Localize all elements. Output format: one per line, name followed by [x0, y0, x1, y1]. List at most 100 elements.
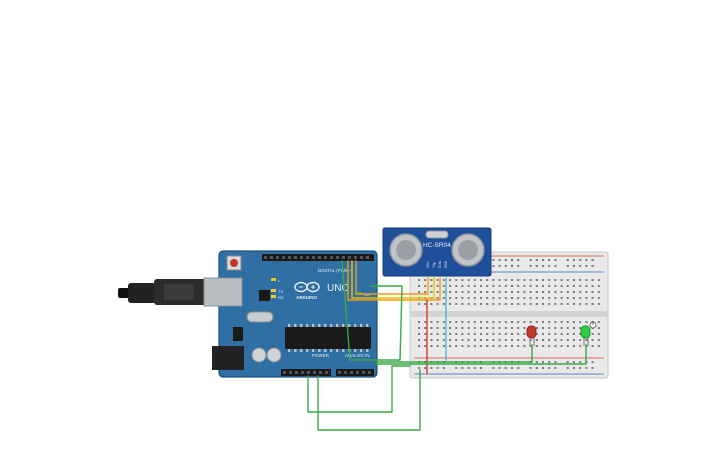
breadboard-hole[interactable]: [498, 321, 501, 323]
breadboard-hole[interactable]: [591, 291, 594, 293]
header-pin[interactable]: [295, 371, 298, 374]
header-pin[interactable]: [294, 256, 297, 259]
header-pin[interactable]: [360, 256, 363, 259]
breadboard-hole[interactable]: [449, 327, 451, 329]
breadboard-hole[interactable]: [542, 303, 544, 305]
breadboard-hole[interactable]: [566, 327, 569, 329]
header-pin[interactable]: [288, 256, 291, 259]
breadboard-hole[interactable]: [517, 297, 520, 299]
breadboard-hole[interactable]: [504, 303, 507, 305]
breadboard-hole[interactable]: [560, 291, 563, 293]
breadboard-hole[interactable]: [573, 259, 575, 261]
breadboard-hole[interactable]: [461, 333, 464, 335]
header-pin[interactable]: [330, 256, 333, 259]
breadboard-hole[interactable]: [535, 333, 538, 335]
breadboard-hole[interactable]: [504, 327, 507, 329]
breadboard-hole[interactable]: [566, 279, 569, 281]
breadboard-hole[interactable]: [461, 279, 464, 281]
breadboard-hole[interactable]: [461, 303, 464, 305]
header-pin[interactable]: [342, 256, 345, 259]
breadboard-hole[interactable]: [523, 345, 526, 347]
breadboard-hole[interactable]: [573, 367, 575, 369]
breadboard-hole[interactable]: [529, 297, 532, 299]
arduino-uno-board[interactable]: DIGITAL (PWM~) UNO ARDUINO L TX RX ON: [203, 250, 378, 378]
header-pin[interactable]: [366, 256, 369, 259]
breadboard-hole[interactable]: [492, 367, 495, 369]
breadboard-hole[interactable]: [517, 285, 520, 287]
breadboard-hole[interactable]: [430, 285, 433, 287]
breadboard-hole[interactable]: [511, 321, 513, 323]
breadboard-hole[interactable]: [566, 345, 569, 347]
breadboard-hole[interactable]: [542, 259, 544, 261]
breadboard-hole[interactable]: [597, 333, 600, 335]
breadboard-hole[interactable]: [424, 291, 427, 293]
breadboard-hole[interactable]: [467, 339, 470, 341]
breadboard-hole[interactable]: [492, 285, 495, 287]
breadboard-hole[interactable]: [486, 339, 489, 341]
breadboard-hole[interactable]: [560, 345, 563, 347]
header-pin[interactable]: [344, 371, 347, 374]
breadboard-hole[interactable]: [579, 259, 582, 261]
breadboard-hole[interactable]: [579, 279, 582, 281]
breadboard-hole[interactable]: [473, 345, 476, 347]
breadboard-hole[interactable]: [542, 291, 544, 293]
header-pin[interactable]: [270, 256, 273, 259]
breadboard-hole[interactable]: [542, 285, 544, 287]
breadboard-hole[interactable]: [455, 297, 458, 299]
wire-5v-loop[interactable]: [317, 369, 421, 431]
breadboard-hole[interactable]: [449, 291, 451, 293]
breadboard-hole[interactable]: [542, 279, 544, 281]
breadboard-hole[interactable]: [591, 333, 594, 335]
breadboard-hole[interactable]: [566, 259, 569, 261]
breadboard-hole[interactable]: [498, 367, 501, 369]
header-pin[interactable]: [362, 371, 365, 374]
breadboard-hole[interactable]: [430, 303, 433, 305]
breadboard-hole[interactable]: [573, 361, 575, 363]
wire-red-led[interactable]: [375, 344, 533, 363]
green-led[interactable]: [580, 325, 591, 346]
breadboard-hole[interactable]: [523, 327, 526, 329]
breadboard-hole[interactable]: [498, 327, 501, 329]
breadboard-hole[interactable]: [473, 291, 476, 293]
breadboard-hole[interactable]: [573, 297, 575, 299]
breadboard-hole[interactable]: [591, 303, 594, 305]
resistor-knob-icon[interactable]: [589, 321, 597, 329]
breadboard-hole[interactable]: [573, 291, 575, 293]
breadboard-hole[interactable]: [560, 297, 563, 299]
breadboard-hole[interactable]: [492, 333, 495, 335]
breadboard-hole[interactable]: [492, 259, 495, 261]
breadboard-hole[interactable]: [579, 321, 582, 323]
breadboard-hole[interactable]: [467, 321, 470, 323]
breadboard-hole[interactable]: [548, 367, 551, 369]
breadboard-hole[interactable]: [548, 297, 551, 299]
breadboard-hole[interactable]: [566, 321, 569, 323]
breadboard-hole[interactable]: [436, 303, 439, 305]
breadboard-hole[interactable]: [480, 345, 482, 347]
breadboard-hole[interactable]: [591, 361, 594, 363]
breadboard-hole[interactable]: [424, 339, 427, 341]
breadboard-hole[interactable]: [591, 279, 594, 281]
breadboard-hole[interactable]: [523, 297, 526, 299]
breadboard-hole[interactable]: [573, 279, 575, 281]
breadboard-hole[interactable]: [480, 327, 482, 329]
breadboard-hole[interactable]: [473, 297, 476, 299]
breadboard-hole[interactable]: [498, 279, 501, 281]
breadboard-hole[interactable]: [573, 265, 575, 267]
breadboard-hole[interactable]: [424, 279, 427, 281]
breadboard-hole[interactable]: [542, 345, 544, 347]
breadboard-hole[interactable]: [554, 327, 557, 329]
breadboard-hole[interactable]: [486, 303, 489, 305]
breadboard-hole[interactable]: [504, 345, 507, 347]
breadboard-hole[interactable]: [492, 345, 495, 347]
breadboard-hole[interactable]: [548, 303, 551, 305]
breadboard-hole[interactable]: [529, 291, 532, 293]
breadboard-hole[interactable]: [529, 279, 532, 281]
breadboard-hole[interactable]: [480, 291, 482, 293]
breadboard-hole[interactable]: [523, 339, 526, 341]
header-pin[interactable]: [276, 256, 279, 259]
breadboard-hole[interactable]: [554, 345, 557, 347]
breadboard-hole[interactable]: [529, 321, 532, 323]
breadboard-hole[interactable]: [566, 285, 569, 287]
breadboard-hole[interactable]: [480, 279, 482, 281]
breadboard-hole[interactable]: [473, 279, 476, 281]
